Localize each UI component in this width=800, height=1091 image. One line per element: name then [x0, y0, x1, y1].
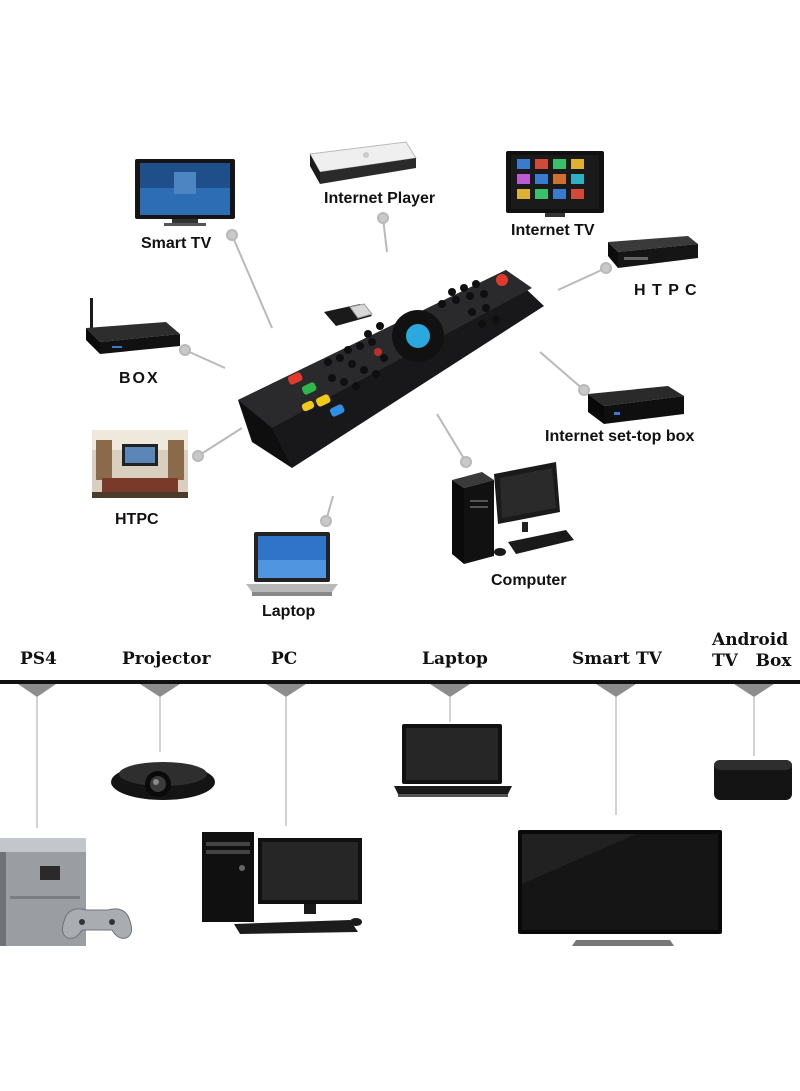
internet-set-top-box-label: Internet set-top box	[545, 428, 695, 445]
projector-label: Projector	[122, 649, 211, 669]
laptop-bottom-label: Laptop	[422, 649, 488, 669]
computer-image	[452, 462, 574, 564]
internet-player-image	[309, 141, 417, 184]
android-tv-box-image	[714, 760, 792, 800]
projector-image	[111, 762, 215, 800]
laptop-bottom-image	[394, 724, 512, 797]
laptop-label: Laptop	[262, 603, 316, 620]
internet-player-label: Internet Player	[324, 190, 436, 207]
internet-set-top-box-image	[588, 386, 684, 424]
internet-tv-label: Internet TV	[511, 222, 595, 239]
htpc-room-image	[92, 430, 188, 498]
android-tv-box-label-line2: TV Box	[712, 651, 792, 671]
htpc-box-image	[608, 236, 698, 268]
smart-tv-image	[135, 159, 235, 226]
ps4-image	[0, 838, 132, 946]
usb-receiver-image	[324, 303, 373, 326]
android-tv-box-label-line1: Android	[712, 630, 789, 650]
box-label: BOX	[119, 370, 160, 387]
pc-image	[202, 832, 362, 934]
htpc-box-label: H T P C	[634, 282, 698, 299]
smart-tv-bottom-image	[518, 830, 722, 946]
computer-label: Computer	[491, 572, 567, 589]
smart-tv-label: Smart TV	[141, 235, 212, 252]
htpc-room-label: HTPC	[115, 511, 159, 528]
laptop-image	[246, 532, 338, 596]
remote-control-image	[238, 270, 544, 468]
ps4-label: PS4	[20, 649, 57, 669]
internet-tv-image	[506, 151, 604, 217]
pc-label: PC	[271, 649, 298, 669]
box-image	[86, 298, 180, 354]
smart-tv-bottom-label: Smart TV	[572, 649, 662, 669]
